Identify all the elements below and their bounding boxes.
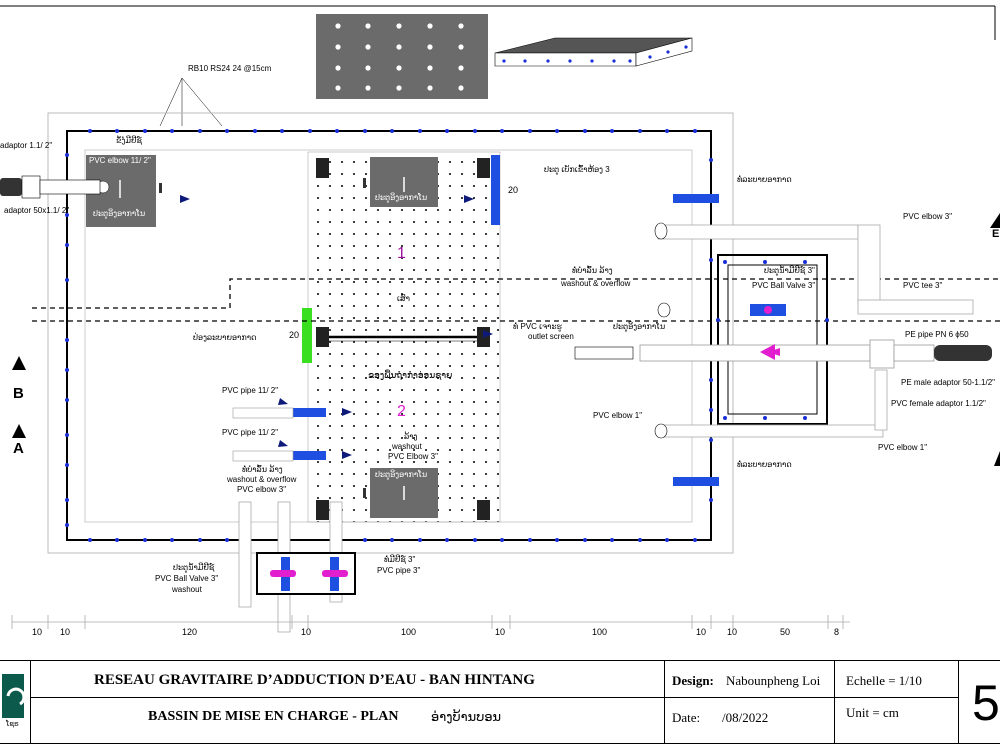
washout-left: washout & overflow — [227, 475, 297, 484]
elbow-label: PVC elbow 11/ 2" — [89, 156, 151, 165]
drawing-title-lao: ອ່າງບ້ານບອນ — [431, 709, 502, 724]
scale: Echelle = 1/10 — [846, 673, 922, 688]
valve-lao-bottom: ປະຕູນ້ຳມີຢີຊ໌ — [173, 563, 215, 572]
ball-valve-bottom: PVC Ball Valve 3" — [155, 574, 219, 583]
unit: Unit = cm — [846, 705, 899, 720]
inlet-door-blue — [491, 155, 500, 225]
adaptor-label-1: adaptor 1.1/ 2" — [0, 141, 53, 150]
dim-5: 100 — [401, 627, 417, 637]
logo-text: ໂຊຣ — [6, 721, 19, 728]
green-divider — [302, 308, 312, 363]
tee-label: PVC tee 3" — [903, 281, 943, 290]
date-label: Date: — [672, 710, 701, 725]
inlet-lao-label: ຂໍ້ງໍມີຢີຊ໌ — [116, 136, 142, 145]
washout-bottom: washout — [172, 585, 202, 594]
rebar-note: RB10 RS24 24 @15cm — [188, 64, 272, 73]
washout-center: washout — [392, 442, 422, 451]
dim-1: 10 — [32, 627, 43, 637]
pe-adaptor-label: PE male adaptor 50-1.1/2" — [901, 378, 996, 387]
valve-lao-right: ປະຕູນ້ຳມີຢີຊ໌ 3" — [764, 266, 815, 275]
dim-20-left: 20 — [289, 330, 300, 340]
title-block: ໂຊຣ RESEAU GRAVITAIRE D’ADDUCTION D’EAU … — [0, 660, 1000, 750]
outlet-lao: ທໍ່ PVC ເຈາະຮູ — [513, 322, 562, 331]
date-value: /08/2022 — [722, 710, 769, 725]
logo: ໂຊຣ — [0, 668, 28, 734]
valve-chamber — [717, 254, 828, 425]
box-lao-right: ປະຕູອິງອາກາໂນ — [613, 322, 666, 331]
pvc-pipe-label-1: PVC pipe 11/ 2" — [222, 386, 279, 395]
section-line-b — [32, 278, 1000, 309]
section-a-marker: A — [13, 440, 24, 457]
tee-lao-bottom: ທໍ່ມີຢີຊ໌ 3" — [384, 555, 416, 564]
pe-pipe-label: PE pipe PN 6 ϕ50 — [905, 330, 969, 339]
center-label: ເສົາ — [397, 294, 410, 303]
dim-7: 100 — [592, 627, 608, 637]
vent-pipe-bottom — [673, 477, 719, 486]
vent-right-bottom: ທໍ່ລະບາຍອາກາດ — [737, 460, 792, 469]
chamber-1-number: 1 — [397, 245, 406, 262]
design-label: Design: — [672, 673, 714, 688]
access-box-bottom-label: ປະຕູອິງອາກາໂນ — [375, 470, 428, 479]
dim-11: 8 — [834, 627, 840, 637]
elbow-1-label-a: PVC elbow 1" — [593, 411, 643, 420]
dim-3: 120 — [182, 627, 198, 637]
section-e-marker: E — [992, 228, 1000, 240]
dim-2: 10 — [60, 627, 71, 637]
sheet-number: 5 — [972, 675, 1000, 731]
washout-lao-right: ທໍ່ບໍາລົ້ນ ລ້າງ — [572, 266, 613, 275]
vent-right-top: ທໍ່ລະບາຍອາກາດ — [737, 175, 792, 184]
separator-label: ຂອງພື້ນຖຳກຳອ່ອນຊາຍ — [368, 370, 453, 380]
dim-9: 10 — [727, 627, 738, 637]
designer-name: Nabounpheng Loi — [726, 673, 821, 688]
dim-6: 10 — [495, 627, 506, 637]
outer-outline — [47, 112, 734, 554]
door-note: ປະຕູ ເບັກເຂົ້າຫ້ອງ 3 — [544, 165, 610, 174]
elbow-center: PVC Elbow 3" — [388, 452, 438, 461]
tank-wall — [66, 130, 712, 541]
plan-drawing — [0, 5, 1000, 633]
elbow-1-label-b: PVC elbow 1" — [878, 443, 928, 452]
washout-right: washout & overflow — [561, 279, 631, 288]
drawing-title: BASSIN DE MISE EN CHARGE - PLAN — [148, 709, 399, 724]
project-title: RESEAU GRAVITAIRE D’ADDUCTION D’EAU - BA… — [94, 672, 535, 688]
washout-center-lao: ລ້າງ — [404, 432, 418, 441]
vent-left-label: ປ່ອງລະບາຍອາກາດ — [193, 333, 257, 342]
dim-10: 50 — [780, 627, 791, 637]
pvc-pipe-label-2: PVC pipe 11/ 2" — [222, 428, 279, 437]
adaptor-label-2: adaptor 50x1.1/ 2" — [4, 206, 70, 215]
inlet-box-label: ປະຕູອິງອາກາໂນ — [93, 209, 146, 218]
slab-holes — [335, 23, 464, 91]
pvc-female-label: PVC female adaptor 1.1/2" — [891, 399, 986, 408]
outlet-screen: outlet screen — [528, 332, 574, 341]
washout-lao-left: ທໍ່ບໍາລົ້ນ ລ້າງ — [242, 465, 283, 474]
dim-20-top: 20 — [508, 185, 519, 195]
pvc-pipe-3: PVC pipe 3" — [377, 566, 421, 575]
chamber-2-number: 2 — [397, 403, 406, 420]
dim-4: 10 — [301, 627, 312, 637]
section-b-marker: B — [13, 385, 24, 402]
elbow-3-left: PVC elbow 3" — [237, 485, 287, 494]
access-box-top-label: ປະຕູອິງອາກາໂນ — [375, 193, 428, 202]
dim-8: 10 — [696, 627, 707, 637]
elbow-3-right: PVC elbow 3" — [903, 212, 953, 221]
slab-top-view — [316, 14, 488, 99]
ball-valve-right: PVC Ball Valve 3" — [752, 281, 816, 290]
vent-pipe-top — [673, 194, 719, 203]
